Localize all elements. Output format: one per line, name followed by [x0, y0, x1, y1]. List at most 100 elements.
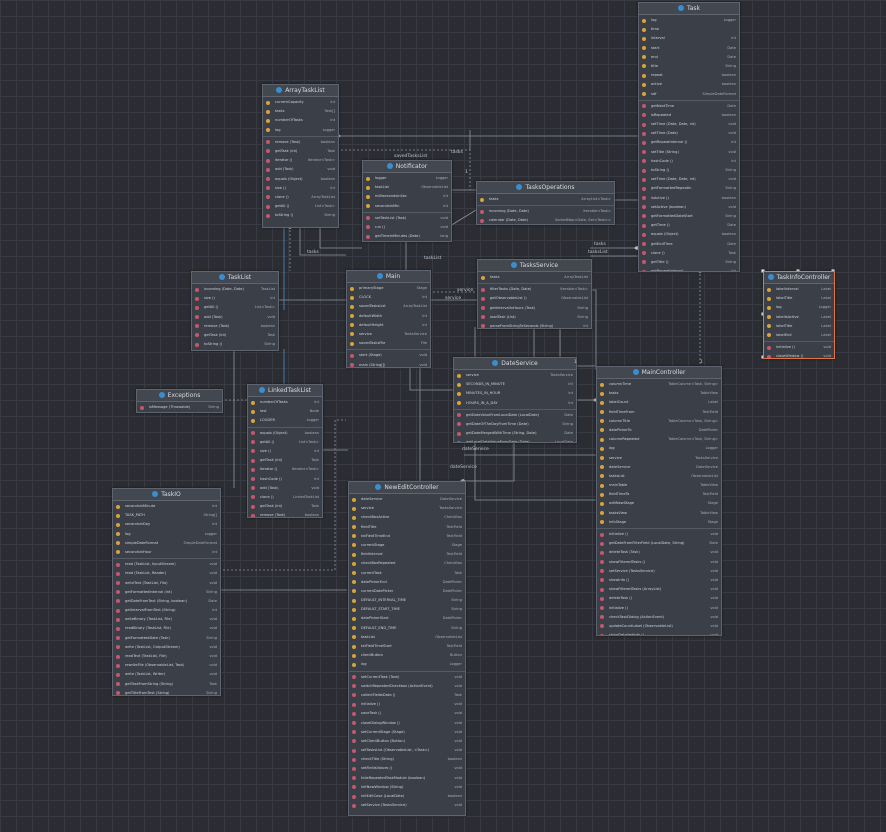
method-row[interactable]: deleteTask ()void — [597, 594, 721, 603]
method-row[interactable]: setService (TasksService)void — [597, 567, 721, 576]
method-row[interactable]: getDateValueFromLocalDate (LocalDate)Dat… — [454, 411, 576, 420]
method-row[interactable]: hashCode ()int — [639, 157, 739, 166]
method-row[interactable]: showDetailedInfo ()void — [597, 631, 721, 635]
method-row[interactable]: setActive (boolean)void — [639, 203, 739, 212]
method-row[interactable]: getTitle ()String — [639, 258, 739, 267]
method-row[interactable]: toString ()String — [639, 166, 739, 175]
method-row[interactable]: read (TaskList, Reader)void — [113, 569, 220, 578]
class-header[interactable]: MainController — [597, 367, 721, 379]
method-row[interactable]: closeDialogWindow ()void — [349, 719, 465, 728]
method-row[interactable]: switchRepeatedCheckbox (ActionEvent)void — [349, 682, 465, 691]
method-row[interactable]: readBinary (TaskList, File)void — [113, 624, 220, 633]
method-row[interactable]: start (Stage)void — [347, 351, 430, 360]
method-row[interactable]: isMessage (Throwable)String — [137, 403, 222, 412]
method-row[interactable]: initEditCase (LocalDate)boolean — [349, 792, 465, 801]
method-row[interactable]: getLocalDateValueFromDate (Date)LocalDat… — [454, 438, 576, 442]
method-row[interactable]: isActive ()boolean — [639, 194, 739, 203]
method-row[interactable]: setTime (Date)void — [639, 129, 739, 138]
method-row[interactable]: iterator ()Iterator<Task> — [248, 465, 322, 474]
method-row[interactable]: run ()void — [363, 223, 451, 232]
method-row[interactable]: setCurrentTask (Task)void — [349, 673, 465, 682]
method-row[interactable]: checkTaskDialog (ActionEvent)void — [597, 613, 721, 622]
method-row[interactable]: getFormattedDate (Task)String — [113, 634, 220, 643]
method-row[interactable]: deleteTask (Task)void — [597, 548, 721, 557]
method-row[interactable]: setTaskList (Task)void — [363, 214, 451, 223]
method-row[interactable]: incoming (Date, Date)TaskList — [192, 285, 278, 294]
method-row[interactable]: hashCode ()int — [248, 475, 322, 484]
method-row[interactable]: remove (Task)boolean — [263, 138, 338, 147]
method-row[interactable]: getTaskFromString (String)Task — [113, 680, 220, 689]
method-row[interactable]: getTitleFromText (String)String — [113, 689, 220, 695]
method-row[interactable]: hideRepeatedTaskModule (boolean)void — [349, 774, 465, 783]
class-header[interactable]: TasksOperations — [477, 182, 614, 194]
method-row[interactable]: parseFromStringToSeconds (String)int — [478, 322, 591, 328]
method-row[interactable]: initialize ()void — [597, 530, 721, 539]
method-row[interactable]: getTask (int)Task — [192, 331, 278, 340]
method-row[interactable]: showInfo ()void — [597, 576, 721, 585]
class-header[interactable]: NewEditController — [349, 482, 465, 494]
method-row[interactable]: getTask (int)Task — [263, 147, 338, 156]
method-row[interactable]: remove (Task)boolean — [248, 511, 322, 517]
method-row[interactable]: getDateFromFilterField (LocalDate, Strin… — [597, 539, 721, 548]
method-row[interactable]: getDateFromText (String, boolean)Date — [113, 597, 220, 606]
method-row[interactable]: showFilteredTasks (ArrayList)void — [597, 585, 721, 594]
method-row[interactable]: getAll ()List<Task> — [263, 202, 338, 211]
method-row[interactable]: incoming (Date, Date)Iterable<Task> — [477, 207, 614, 216]
class-header[interactable]: Task — [639, 3, 739, 15]
method-row[interactable]: initialize ()void — [764, 343, 834, 352]
method-row[interactable]: getObservableList ()ObservableList — [478, 294, 591, 303]
method-row[interactable]: getRepeatInterval ()int — [639, 138, 739, 147]
class-header[interactable]: ArrayTaskList — [263, 85, 338, 97]
method-row[interactable]: filterTasks (Date, Date)Iterable<Task> — [478, 285, 591, 294]
